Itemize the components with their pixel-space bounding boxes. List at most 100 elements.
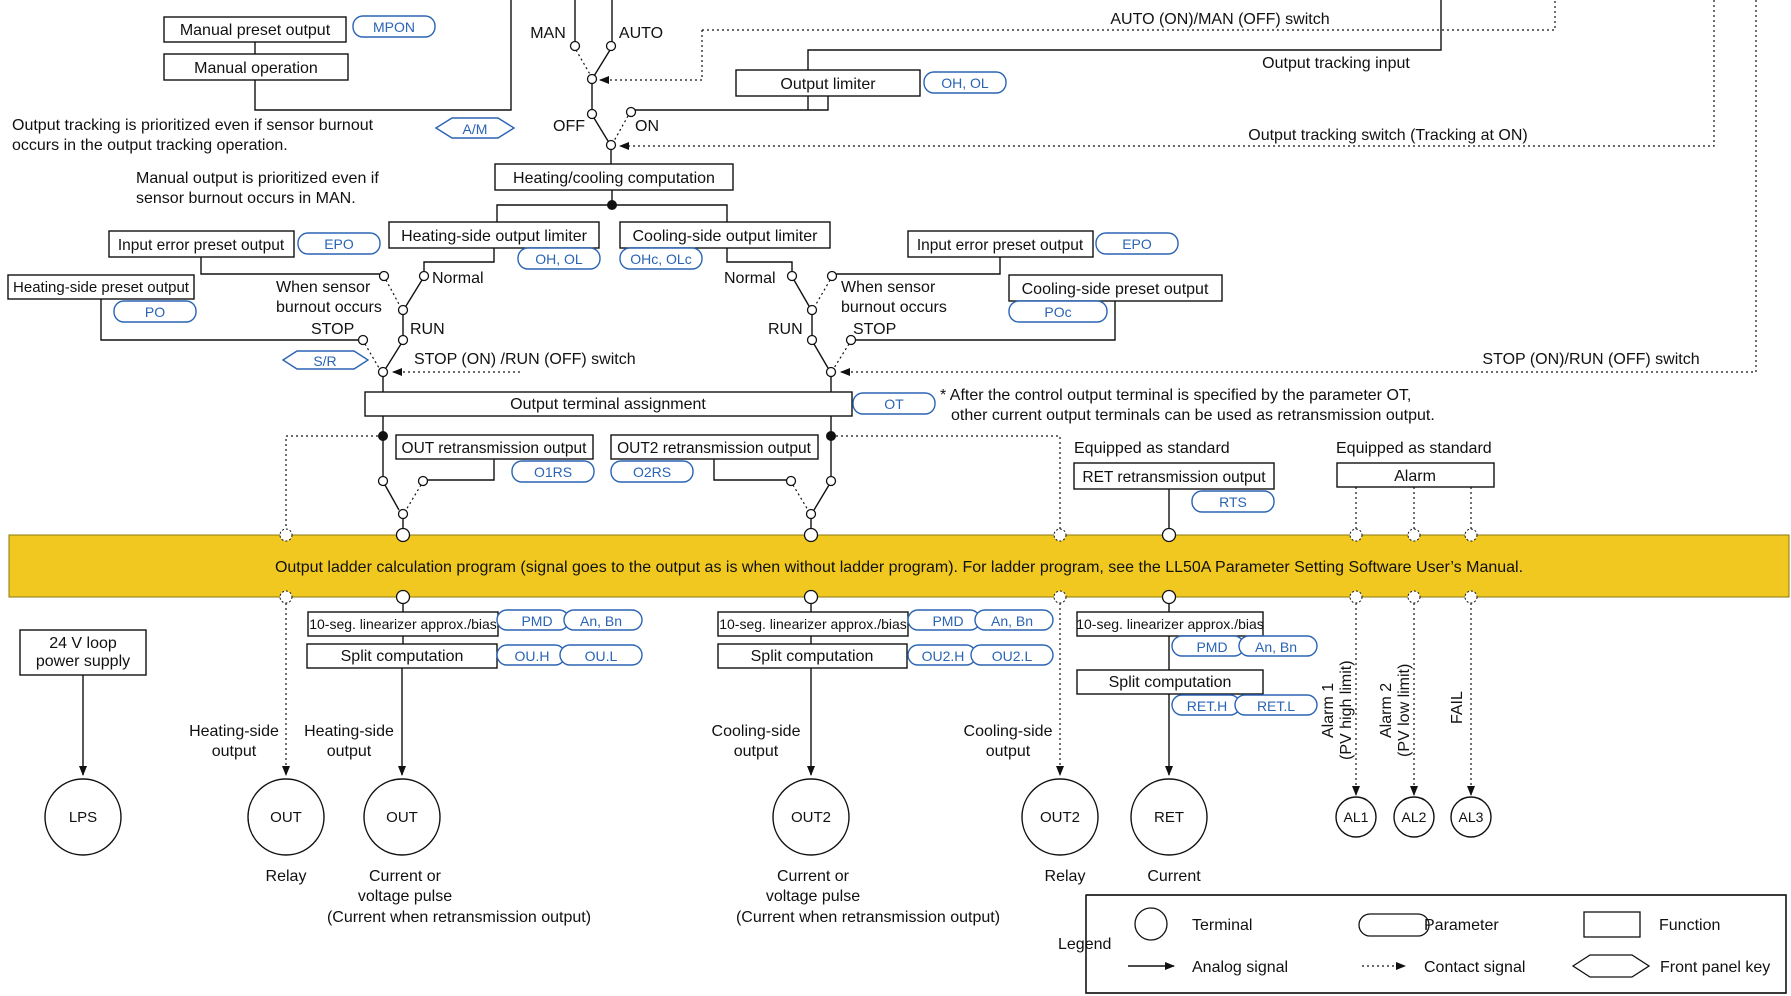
oh-ol-param [923, 71, 1007, 94]
loop-power-line-1: 24 V loop [49, 635, 117, 652]
heating-cooling-computation-box [494, 163, 734, 191]
lps-terminal [44, 778, 122, 856]
out-retrans-label: OUT retransmission output [402, 440, 588, 457]
o2rs-label: O2RS [633, 464, 671, 480]
lps-label: LPS [69, 809, 97, 826]
al2-label: AL2 [1402, 809, 1427, 825]
ohc-olc-param [619, 247, 703, 270]
out-anbn-label: An, Bn [580, 613, 622, 629]
rts-param [1191, 490, 1275, 513]
ladder-band [8, 534, 1790, 598]
cool-output-current-line-2: output [734, 743, 779, 760]
reth-label: RET.H [1187, 698, 1227, 714]
heat-preset-output-box [7, 274, 195, 300]
cool-stop-run-switch-label: STOP (ON)/RUN (OFF) switch [1482, 351, 1699, 368]
heat-burnout-pivot [397, 304, 409, 316]
am-front-panel-key[interactable] [434, 117, 516, 139]
ret-retrans-label: RET retransmission output [1082, 469, 1266, 486]
manual-operation-label: Manual operation [194, 60, 318, 77]
out-current-desc-1: Current or [369, 868, 442, 885]
ret-retrans-box [1073, 462, 1275, 490]
manual-preset-output-label: Manual preset output [180, 22, 331, 39]
out-current-terminal [363, 778, 441, 856]
ret-label: RET [1154, 809, 1184, 826]
auto-contact [605, 40, 617, 52]
cool-stop-run-pivot [825, 366, 837, 378]
ret-anbn-label: An, Bn [1255, 639, 1297, 655]
legend-function-icon [1583, 911, 1641, 938]
cool-stop-contact [845, 334, 857, 346]
heat-output-current-line-1: Heating-side [304, 723, 394, 740]
manual-preset-output-box [163, 16, 347, 43]
out2-pmd-label: PMD [932, 613, 963, 629]
assign-note-line-1: * After the control output terminal is s… [940, 387, 1411, 404]
loop-power-box [19, 629, 147, 676]
cool-normal-contact [786, 270, 798, 282]
off-label: OFF [553, 118, 585, 135]
out-linearizer-label: 10-seg. linearizer approx./bias [309, 616, 497, 632]
legend: Legend Terminal Parameter Function Analo… [1058, 894, 1787, 994]
oh-ol-label: OH, OL [941, 75, 989, 91]
out2-current-desc-1: Current or [777, 868, 850, 885]
ouh-label: OU.H [515, 648, 550, 664]
cool-epo-param [1095, 232, 1179, 255]
heat-stop-contact [357, 334, 369, 346]
cool-run-contact [806, 334, 818, 346]
out2-current-label: OUT2 [791, 809, 831, 826]
relay2-label: Relay [1045, 868, 1086, 885]
oul-param [559, 644, 643, 666]
heat-input-error-preset-label: Input error preset output [118, 237, 285, 254]
legend-title: Legend [1058, 936, 1111, 953]
ou2l-label: OU2.L [992, 648, 1033, 664]
ot-label: OT [884, 396, 904, 412]
alarm1-line-1: Alarm 1 [1320, 683, 1337, 738]
ou2h-label: OU2.H [922, 648, 965, 664]
o1rs-param [511, 460, 595, 483]
current-label: Current [1147, 868, 1201, 885]
out2-split-box [717, 643, 908, 669]
ret-split-label: Split computation [1109, 674, 1232, 691]
heat-normal-label: Normal [432, 270, 484, 287]
heat-oh-ol-param [517, 247, 601, 270]
cool-input-error-preset-label: Input error preset output [917, 237, 1084, 254]
am-key-label: A/M [463, 121, 488, 137]
manual-note-line-1: Manual output is prioritized even if [136, 170, 379, 187]
heating-cooling-computation-label: Heating/cooling computation [513, 170, 715, 187]
out-retrans-pivot [397, 508, 409, 520]
cool-when-sensor-1: When sensor [841, 279, 936, 296]
out2-relay-label: OUT2 [1040, 809, 1080, 826]
heat-output-limiter-box [388, 221, 600, 249]
cool-output-limiter-label: Cooling-side output limiter [633, 228, 819, 245]
out2-current-desc-3: (Current when retransmission output) [736, 909, 1000, 926]
out2-anbn-label: An, Bn [991, 613, 1033, 629]
retl-label: RET.L [1257, 698, 1295, 714]
ret-linearizer-box [1076, 611, 1264, 637]
out-split-label: Split computation [341, 648, 464, 665]
out2-normal-contact [825, 475, 837, 487]
out2-retrans-contact [785, 475, 797, 487]
relay-label: Relay [266, 868, 307, 885]
ohc-olc-label: OHc, OLc [630, 251, 691, 267]
ret-pmd-label: PMD [1196, 639, 1227, 655]
sr-front-panel-key[interactable] [281, 350, 370, 370]
alarm2-line-2: (PV low limit) [1396, 664, 1413, 757]
heat-burnout-contact [378, 270, 390, 282]
tracking-pivot [605, 139, 617, 151]
out2-relay-terminal [1021, 778, 1099, 856]
heat-oh-ol-label: OH, OL [535, 251, 583, 267]
man-label: MAN [530, 25, 566, 42]
on-contact [625, 106, 637, 118]
ou2l-param [970, 644, 1054, 666]
out2-linearizer-label: 10-seg. linearizer approx./bias [719, 616, 907, 632]
legend-terminal-icon [1134, 907, 1168, 941]
heat-stop-run-pivot [377, 366, 389, 378]
heat-epo-param [297, 232, 381, 255]
loop-power-line-2: power supply [36, 653, 130, 670]
al1-label: AL1 [1344, 809, 1369, 825]
mpon-param [352, 15, 436, 38]
cool-output-current-line-1: Cooling-side [712, 723, 801, 740]
tracking-switch-label: Output tracking switch (Tracking at ON) [1248, 127, 1528, 144]
o2rs-param [610, 460, 694, 483]
heat-normal-contact [418, 270, 430, 282]
